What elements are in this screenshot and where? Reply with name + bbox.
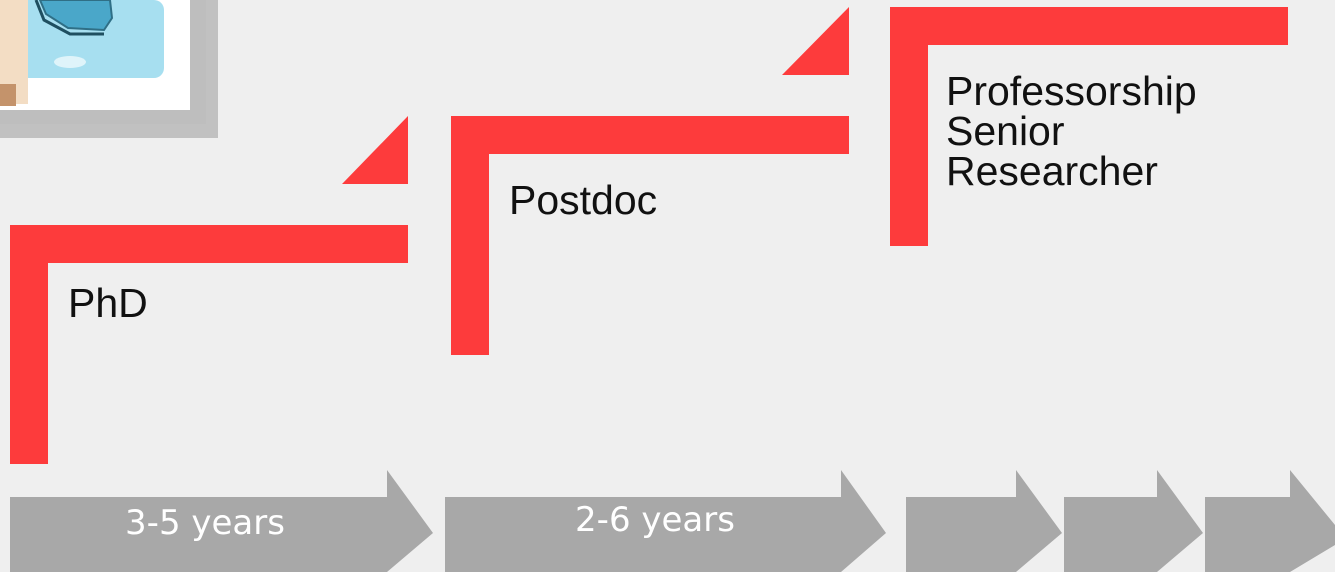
stage-label-line: PhD bbox=[68, 280, 148, 326]
step-phd-bar-vertical bbox=[10, 225, 48, 464]
step-postdoc-bar-horizontal bbox=[451, 116, 849, 154]
step-professorship bbox=[890, 7, 1288, 246]
step-professorship-bar-vertical bbox=[890, 7, 928, 246]
timeline-arrow-4 bbox=[1064, 470, 1203, 572]
step-phd-bar-horizontal bbox=[10, 225, 408, 263]
step-postdoc bbox=[451, 7, 849, 355]
step-phd bbox=[10, 116, 408, 464]
step-phd-corner bbox=[342, 116, 408, 184]
scientist-with-flask-icon bbox=[0, 0, 218, 138]
stage-label-line: Researcher bbox=[946, 148, 1158, 194]
stage-label-postdoc: Postdoc bbox=[509, 177, 658, 223]
step-postdoc-bar-vertical bbox=[451, 116, 489, 355]
timeline-arrow-3 bbox=[906, 470, 1062, 572]
timeline-arrow-2 bbox=[445, 470, 886, 572]
stage-label-line: Professorship bbox=[946, 68, 1197, 114]
stage-label-professorship: Professorship Senior Researcher bbox=[946, 68, 1197, 194]
stage-label-phd: PhD bbox=[68, 280, 148, 326]
timeline-label-postdoc: 2-6 years bbox=[575, 500, 735, 540]
timeline bbox=[10, 470, 1335, 572]
timeline-arrow-1 bbox=[10, 470, 433, 572]
timeline-label-phd: 3-5 years bbox=[125, 503, 285, 543]
stage-label-line: Postdoc bbox=[509, 177, 658, 223]
step-postdoc-corner bbox=[782, 7, 849, 75]
stage-label-line: Senior bbox=[946, 108, 1065, 154]
timeline-arrow-5 bbox=[1205, 470, 1335, 572]
step-professorship-bar-horizontal bbox=[890, 7, 1288, 45]
